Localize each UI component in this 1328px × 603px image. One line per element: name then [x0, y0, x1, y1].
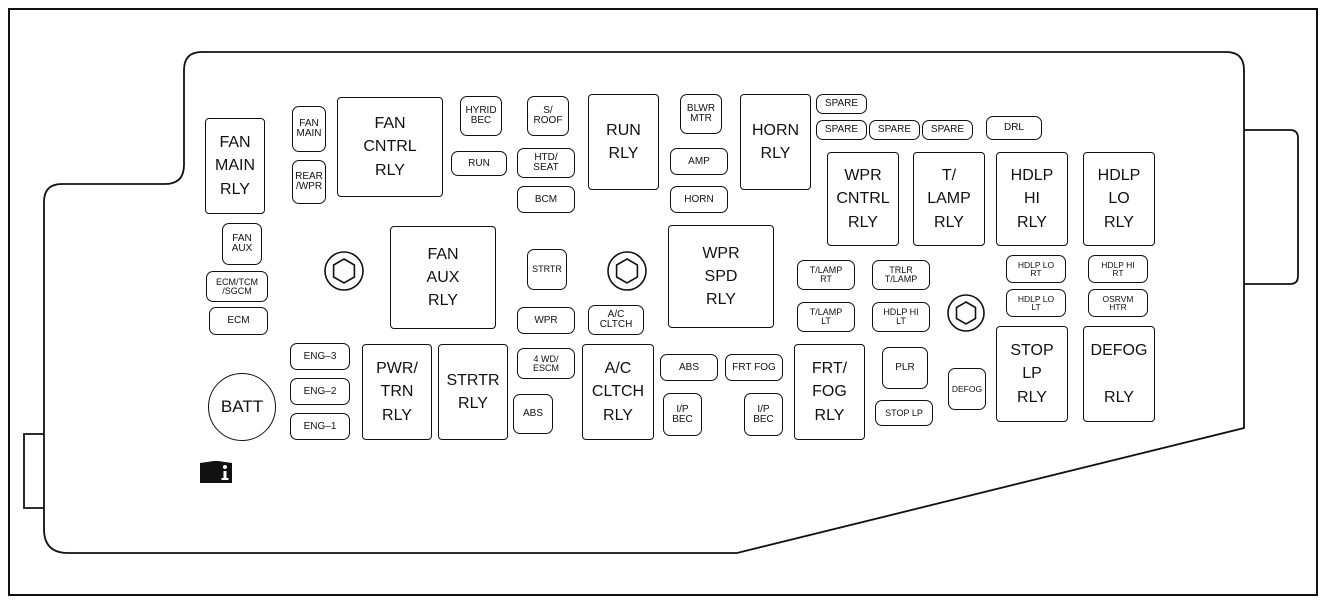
info-book-icon	[200, 461, 232, 483]
fuse-drl: DRL	[986, 116, 1042, 140]
relay-pwr-trn: PWR/ TRN RLY	[362, 344, 432, 440]
fuse-spare: SPARE	[816, 94, 867, 114]
hex-bolt-icon	[607, 251, 647, 291]
relay-t-lamp: T/ LAMP RLY	[913, 152, 985, 246]
relay-stop-lp: STOP LP RLY	[996, 326, 1068, 422]
fuse-hdlp-hi-rt: HDLP HI RT	[1088, 255, 1148, 283]
fuse-hdlp-lo-lt: HDLP LO LT	[1006, 289, 1066, 317]
fuse-frt-fog: FRT FOG	[725, 354, 783, 381]
fuse-horn: HORN	[670, 186, 728, 213]
fuse-osrvm-htr: OSRVM HTR	[1088, 289, 1148, 317]
fuse-rear-wpr: REAR /WPR	[292, 160, 326, 204]
diagram-frame	[8, 8, 1318, 596]
fuse-ip-bec: I/P BEC	[744, 393, 783, 436]
relay-fan-aux: FAN AUX RLY	[390, 226, 496, 329]
right-tab	[1244, 129, 1299, 285]
fuse-eng-3: ENG–3	[290, 343, 350, 370]
fuse-fan-main: FAN MAIN	[292, 106, 326, 152]
relay-ac-cltch: A/C CLTCH RLY	[582, 344, 654, 440]
relay-frt-fog: FRT/ FOG RLY	[794, 344, 865, 440]
fuse-ip-bec: I/P BEC	[663, 393, 702, 436]
fuse-spare: SPARE	[922, 120, 973, 140]
fuse-hyrid-bec: HYRID BEC	[460, 96, 502, 136]
fuse-abs: ABS	[513, 394, 553, 434]
relay-wpr-spd: WPR SPD RLY	[668, 225, 774, 328]
fuse-run: RUN	[451, 151, 507, 176]
battery-terminal: BATT	[208, 373, 276, 441]
relay-run: RUN RLY	[588, 94, 659, 190]
left-tab	[23, 433, 44, 509]
fuse-t-lamp-rt: T/LAMP RT	[797, 260, 855, 290]
fuse-spare: SPARE	[816, 120, 867, 140]
fuse-hdlp-hi-lt: HDLP HI LT	[872, 302, 930, 332]
relay-hdlp-lo: HDLP LO RLY	[1083, 152, 1155, 246]
relay-fan-main: FAN MAIN RLY	[205, 118, 265, 214]
relay-fan-cntrl: FAN CNTRL RLY	[337, 97, 443, 197]
fuse-bcm: BCM	[517, 186, 575, 213]
fuse-fan-aux: FAN AUX	[222, 223, 262, 265]
fuse-ecm: ECM	[209, 307, 268, 335]
hex-bolt-icon	[324, 251, 364, 291]
fuse-eng-1: ENG–1	[290, 413, 350, 440]
fuse-t-lamp-lt: T/LAMP LT	[797, 302, 855, 332]
fuse-amp: AMP	[670, 148, 728, 175]
fuse-ac-cltch: A/C CLTCH	[588, 305, 644, 335]
housing-outline	[43, 51, 1245, 554]
fuse-plr: PLR	[882, 347, 928, 389]
fuse-eng-2: ENG–2	[290, 378, 350, 405]
fuse-defog: DEFOG	[948, 368, 986, 410]
fuse-spare: SPARE	[869, 120, 920, 140]
fuse-hdlp-lo-rt: HDLP LO RT	[1006, 255, 1066, 283]
relay-strtr: STRTR RLY	[438, 344, 508, 440]
fuse-abs: ABS	[660, 354, 718, 381]
fuse-stop-lp: STOP LP	[875, 400, 933, 426]
relay-horn: HORN RLY	[740, 94, 811, 190]
fuse-blwr-mtr: BLWR MTR	[680, 94, 722, 134]
fuse-htd-seat: HTD/ SEAT	[517, 148, 575, 178]
fuse-s-roof: S/ ROOF	[527, 96, 569, 136]
relay-wpr-cntrl: WPR CNTRL RLY	[827, 152, 899, 246]
fuse-strtr: STRTR	[527, 249, 567, 290]
hex-bolt-icon	[947, 294, 985, 332]
fuse-wpr: WPR	[517, 307, 575, 334]
fuse-ecm-tcm-sgcm: ECM/TCM /SGCM	[206, 271, 268, 302]
fuse-trlr-t-lamp: TRLR T/LAMP	[872, 260, 930, 290]
relay-hdlp-hi: HDLP HI RLY	[996, 152, 1068, 246]
relay-defog: DEFOG RLY	[1083, 326, 1155, 422]
fuse-4wd-escm: 4 WD/ ESCM	[517, 348, 575, 379]
